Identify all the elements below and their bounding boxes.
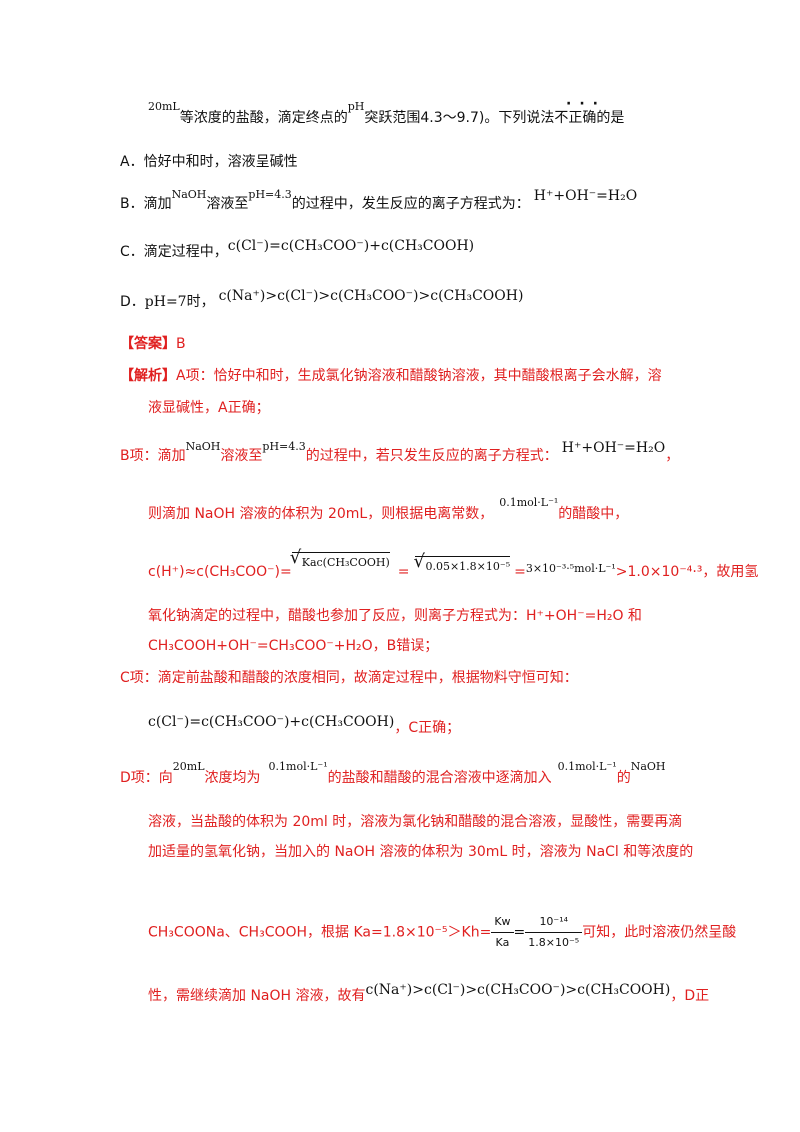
intro-rest: 突跃范围4.3～9.7)。下列说法	[364, 110, 555, 126]
emphasis-dots: ···	[566, 96, 606, 112]
analysis-d-line2: 溶液，当盐酸的体积为 20ml 时，溶液为氯化钠和醋酸的混合溶液，显酸性，需要再…	[148, 814, 683, 830]
intro-not: 不正确	[554, 110, 597, 126]
analysis-d-line1: D项：向20mL浓度均为0.1mol·L⁻¹的盐酸和醋酸的混合溶液中逐滴加入0.…	[120, 760, 666, 786]
intro-text: 等浓度的盐酸，滴定终点的	[179, 110, 348, 126]
analysis-c-line2: c(Cl⁻)=c(CH₃COO⁻)+c(CH₃COOH)，C正确；	[148, 714, 461, 736]
option-d: D．pH=7时，c(Na⁺)>c(Cl⁻)>c(CH₃COO⁻)>c(CH₃CO…	[120, 288, 524, 310]
analysis-b-line1: B项：滴加NaOH溶液至pH=4.3的过程中，若只发生反应的离子方程式：H⁺+O…	[120, 440, 680, 464]
question-intro: 20mL等浓度的盐酸，滴定终点的pH突跃范围4.3～9.7)。下列说法不正确的是	[148, 100, 625, 129]
sqrt-values: 0.05×1.8×10⁻⁵	[413, 552, 511, 577]
option-b: B．滴加NaOH溶液至pH=4.3的过程中，发生反应的离子方程式为：H⁺+OH⁻…	[120, 188, 638, 212]
answer-value: B	[176, 336, 186, 352]
analysis-d-line3: 加适量的氢氧化钠，当加入的 NaOH 溶液的体积为 30mL 时，溶液为 NaC…	[148, 844, 694, 860]
analysis-c-line1: C项：滴定前盐酸和醋酸的浓度相同，故滴定过程中，根据物料守恒可知：	[120, 670, 578, 686]
intro-ph: pH	[347, 100, 365, 113]
analysis-d-line5: 性，需继续滴加 NaOH 溶液，故有c(Na⁺)>c(Cl⁻)>c(CH₃COO…	[148, 982, 710, 1004]
analysis-a-line1: 【解析】A项：恰好中和时，生成氯化钠溶液和醋酸钠溶液，其中醋酸根离子会水解，溶	[120, 368, 662, 384]
analysis-b-line2: 则滴加 NaOH 溶液的体积为 20mL，则根据电离常数，0.1mol·L⁻¹的…	[148, 496, 629, 522]
intro-end: 的是	[596, 110, 625, 126]
sqrt-ka: Kac(CH₃COOH)	[290, 548, 390, 573]
answer-label: 【答案】	[120, 336, 176, 352]
intro-volume: 20mL	[148, 100, 180, 113]
analysis-b-line3: c(H⁺)≈c(CH₃COO⁻)=Kac(CH₃COOH)=0.05×1.8×1…	[148, 548, 758, 583]
analysis-b-line4: 氧化钠滴定的过程中，醋酸也参加了反应，则离子方程式为：H⁺+OH⁻=H₂O 和	[148, 608, 642, 624]
analysis-a-line2: 液显碱性，A正确；	[148, 400, 270, 416]
option-a: A．恰好中和时，溶液呈碱性	[120, 154, 298, 170]
option-c: C．滴定过程中，c(Cl⁻)=c(CH₃COO⁻)+c(CH₃COOH)	[120, 238, 475, 260]
answer-line: 【答案】B	[120, 334, 186, 354]
analysis-b-line5: CH₃COOH+OH⁻=CH₃COO⁻+H₂O，B错误；	[148, 638, 439, 654]
